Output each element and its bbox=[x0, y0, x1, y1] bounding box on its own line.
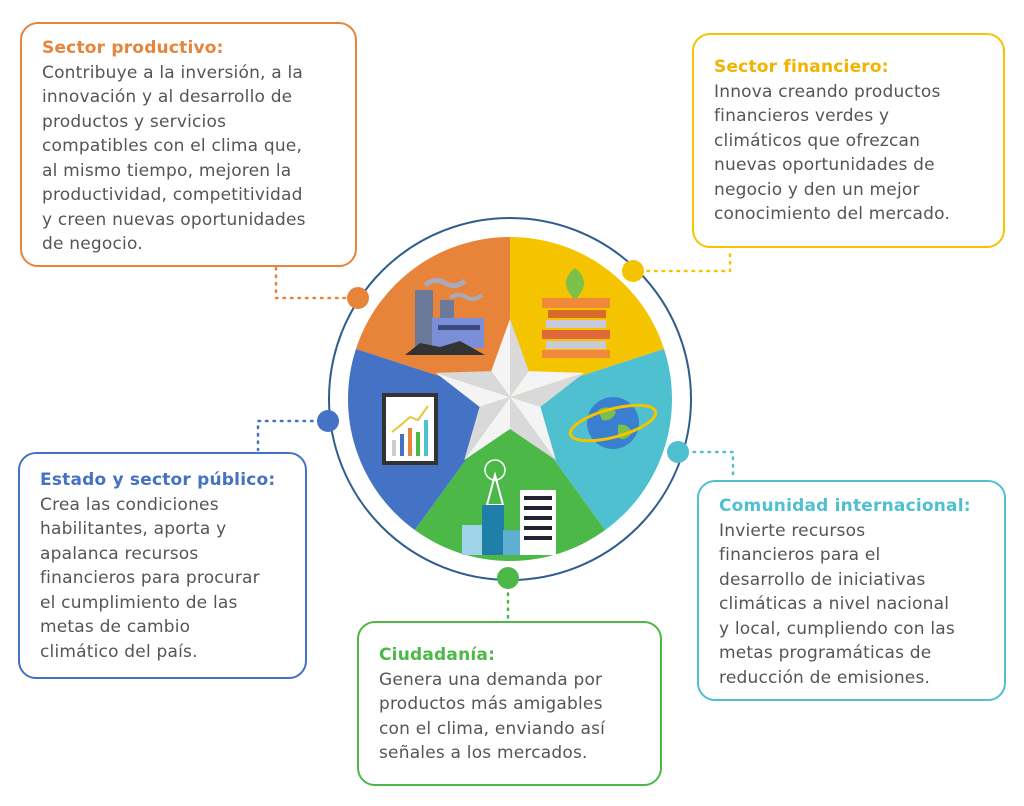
body-line: compatibles con el clima que, bbox=[42, 136, 303, 156]
coins-leaf-icon bbox=[542, 268, 610, 358]
body-line: metas de cambio bbox=[40, 617, 191, 637]
title-estado-sector-publico: Estado y sector público: bbox=[40, 470, 276, 490]
box-sector-financiero: Sector financiero: Innova creando produc… bbox=[692, 33, 1005, 248]
factory-icon bbox=[405, 277, 485, 355]
body-line: el cumplimiento de las bbox=[40, 592, 238, 613]
globe-icon bbox=[568, 397, 658, 449]
body-line: al mismo tiempo, mejoren la bbox=[42, 160, 292, 181]
box-ciudadania: Ciudadanía: Genera una demanda por produc… bbox=[357, 621, 662, 786]
star-facet bbox=[491, 319, 510, 397]
body-line: desarrollo de iniciativas bbox=[719, 569, 926, 590]
dot-publico bbox=[317, 410, 339, 432]
body-line: climático del país. bbox=[40, 641, 198, 662]
body-line: y creen nuevas oportunidades bbox=[42, 209, 306, 230]
body-line: Contribuye a la inversión, a la bbox=[42, 62, 304, 83]
body-line: Genera una demanda por bbox=[379, 669, 603, 690]
body-line: Invierte recursos bbox=[719, 520, 866, 541]
connector-productivo bbox=[274, 266, 352, 300]
body-line: de negocio. bbox=[42, 234, 143, 254]
title-comunidad-internacional: Comunidad internacional: bbox=[719, 496, 971, 516]
box-comunidad-internacional: Comunidad internacional: Invierte recurs… bbox=[697, 480, 1006, 701]
dot-productivo bbox=[347, 287, 369, 309]
dot-financiero bbox=[622, 260, 644, 282]
body-line: apalanca recursos bbox=[40, 543, 199, 564]
star-facet bbox=[435, 371, 510, 397]
star-facet bbox=[510, 397, 556, 461]
body-line: reducción de emisiones. bbox=[719, 667, 931, 688]
star-facet bbox=[510, 397, 556, 461]
body-line: productividad, competitividad bbox=[42, 185, 303, 205]
body-line: financieros para el bbox=[719, 545, 881, 565]
title-sector-financiero: Sector financiero: bbox=[714, 57, 889, 77]
connector-internacional bbox=[684, 450, 735, 480]
box-estado-sector-publico: Estado y sector público: Crea las condic… bbox=[18, 452, 307, 679]
star-facet bbox=[464, 397, 510, 461]
body-line: habilitantes, aporta y bbox=[40, 519, 227, 539]
body-line: Crea las condiciones bbox=[40, 494, 219, 515]
body-line: negocio y den un mejor bbox=[714, 179, 920, 200]
body-line: productos más amigables bbox=[379, 694, 603, 714]
center-star bbox=[435, 319, 585, 461]
body-line: señales a los mercados. bbox=[379, 743, 588, 763]
city-tower-icon bbox=[462, 459, 556, 555]
star-facet bbox=[510, 371, 585, 397]
body-line: climáticas a nivel nacional bbox=[719, 594, 950, 614]
dot-ciudadania bbox=[497, 567, 519, 589]
title-ciudadania: Ciudadanía: bbox=[379, 645, 496, 665]
connector-publico bbox=[256, 419, 322, 452]
body-line: nuevas oportunidades de bbox=[714, 155, 935, 175]
sector-ciudadania bbox=[414, 399, 606, 561]
star-facet bbox=[464, 397, 510, 461]
body-line: financieros verdes y bbox=[714, 106, 890, 126]
body-line: y local, cumpliendo con las bbox=[719, 618, 955, 639]
body-line: Innova creando productos bbox=[714, 81, 941, 102]
star-facet bbox=[510, 372, 585, 407]
body-line: climáticos que ofrezcan bbox=[714, 130, 921, 151]
chart-board-icon bbox=[382, 393, 438, 465]
title-sector-productivo: Sector productivo: bbox=[42, 38, 224, 58]
body-line: innovación y al desarrollo de bbox=[42, 87, 293, 107]
star-facet bbox=[510, 319, 529, 397]
body-line: productos y servicios bbox=[42, 111, 227, 132]
dot-internacional bbox=[667, 441, 689, 463]
box-sector-productivo: Sector productivo: Contribuye a la inver… bbox=[20, 22, 357, 267]
connector-financiero bbox=[638, 247, 732, 273]
star-facet bbox=[435, 372, 510, 407]
body-line: financieros para procurar bbox=[40, 568, 260, 588]
body-line: conocimiento del mercado. bbox=[714, 204, 951, 224]
body-line: con el clima, enviando así bbox=[379, 718, 606, 739]
body-line: metas programáticas de bbox=[719, 643, 932, 663]
